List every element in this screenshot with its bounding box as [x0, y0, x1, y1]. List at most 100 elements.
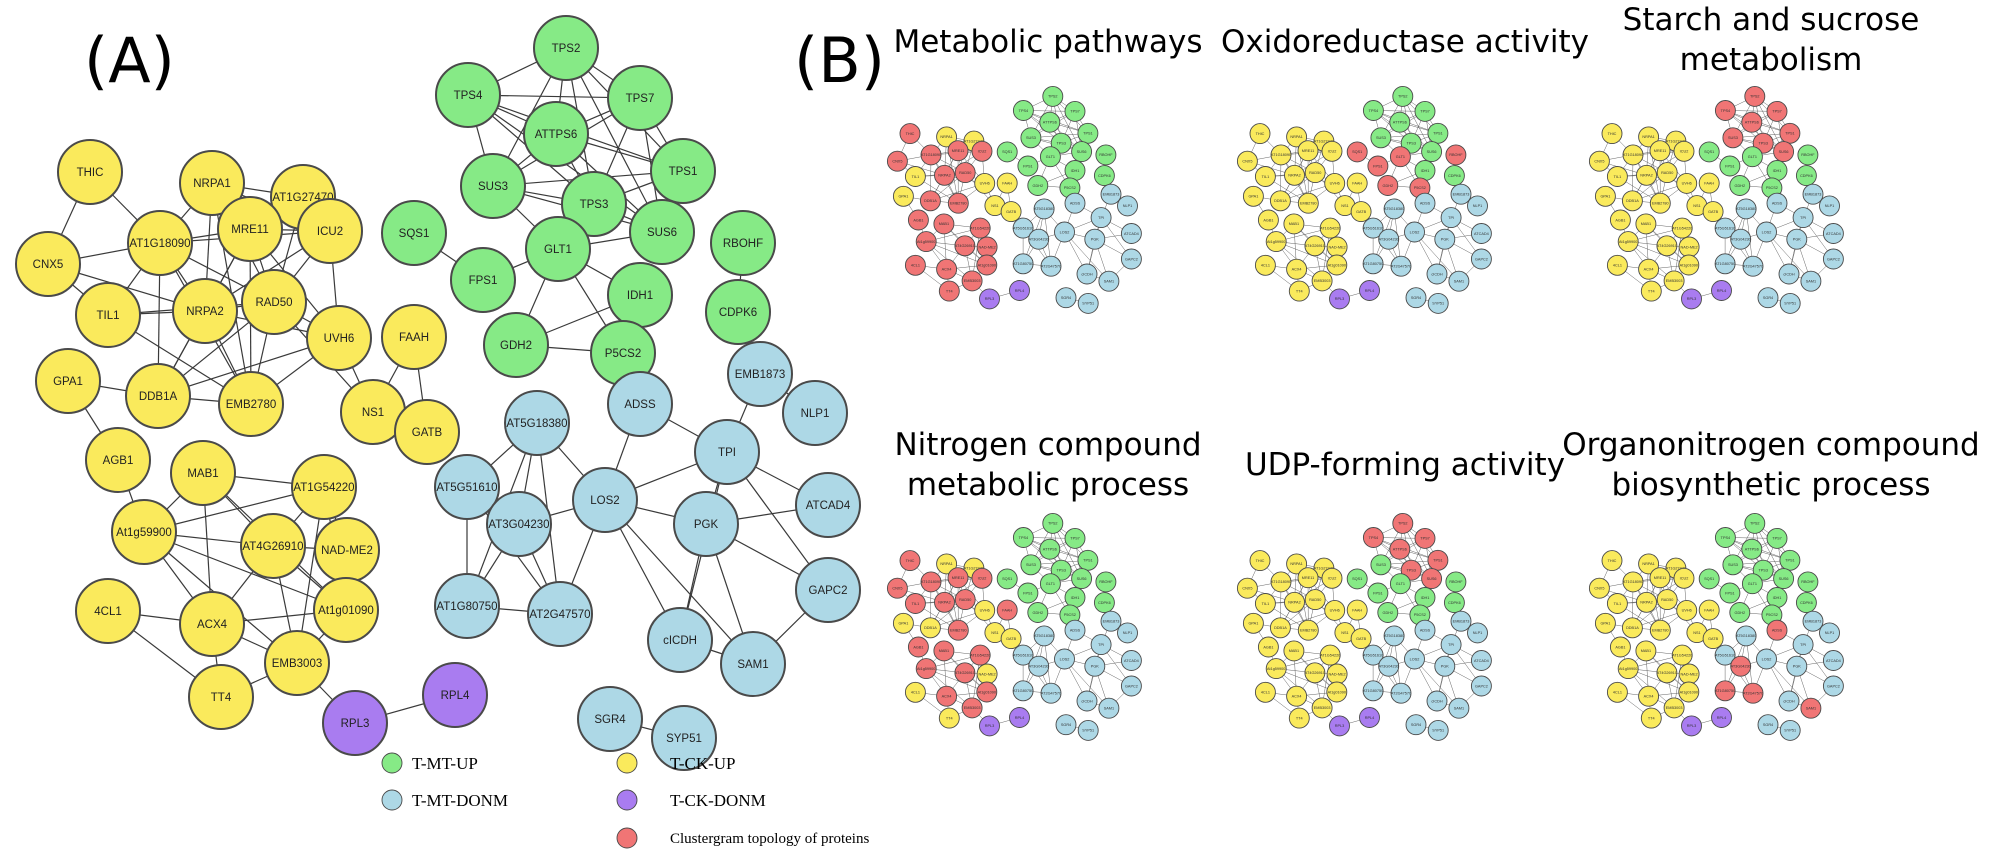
mini-node-label-at3g04230: AT3G04230 [1379, 665, 1399, 669]
node-label-mab1: MAB1 [187, 468, 218, 480]
mini-node-adss [1414, 192, 1436, 214]
mini-node-label-uvh6: UVH6 [1330, 609, 1340, 613]
mini-node-label-sam1: SAM1 [1806, 280, 1816, 284]
mini-node-attps6 [1389, 538, 1411, 560]
mini-node-label-sus6: SUS6 [1427, 577, 1437, 581]
mini-node-rad50 [954, 162, 976, 184]
node-circle-at3g04230 [486, 491, 552, 557]
mini-node-sus6 [1773, 568, 1795, 590]
mini-node-uvh6 [974, 172, 996, 194]
mini-node-label-rpl3: RPL3 [1687, 297, 1697, 301]
mini-node-emb1873 [1802, 610, 1824, 632]
node-circle-gatb [394, 399, 460, 465]
mini-node-rpl3 [1329, 288, 1350, 310]
mini-node-label-rbohf: RBOHF [1801, 153, 1815, 157]
mini-node-label-glt1: GLT1 [1396, 155, 1405, 159]
legend-swatch-t-mt-up [381, 752, 403, 774]
mini-node-label-emb2780: EMB2780 [1300, 202, 1317, 206]
mini-node-at2g47570 [1040, 255, 1062, 277]
node-label-emb3003: EMB3003 [272, 658, 323, 670]
mini-node-mab1 [933, 213, 955, 235]
node-label-acx4: ACX4 [197, 619, 228, 631]
mini-node-rad50 [1656, 589, 1678, 611]
node-circle-sus3 [460, 153, 526, 219]
mini-node-label-tt4: TT4 [1648, 716, 1655, 720]
mini-node-label-at3g04230: AT3G04230 [1379, 238, 1399, 242]
node-label-icu2: ICU2 [317, 226, 343, 238]
mini-node-label-tt4: TT4 [946, 716, 953, 720]
node-label-thic: THIC [77, 167, 104, 179]
mini-node-label-gdh2: GDH2 [1033, 611, 1044, 615]
mini-node-label-gpa1: GPA1 [1600, 622, 1610, 626]
legend-label-t-mt-up: T-MT-UP [412, 754, 478, 773]
mini-node-label-ns1: NS1 [991, 204, 998, 208]
node-label-at2g47570: AT2G47570 [529, 609, 590, 621]
mini-node-label-nrpa1: NRPA1 [1290, 562, 1302, 566]
mini-node-label-fps1: FPS1 [1725, 591, 1735, 595]
mini-node-syp51 [1427, 719, 1449, 741]
mini-node-gapc2 [1470, 675, 1492, 697]
node-label-nrpa2: NRPA2 [186, 306, 224, 318]
mini-node-rbohf [1797, 571, 1819, 593]
mini-node-label-agb1: AGB1 [913, 645, 923, 649]
mini-node-cicdh [1778, 690, 1800, 712]
mini-node-label-syp51: SYP51 [1432, 302, 1444, 306]
mini-node-sgr4 [1405, 287, 1427, 309]
node-circle-emb2780 [218, 371, 284, 437]
mini-edge [1276, 241, 1337, 266]
mini-node-emb1873 [1802, 183, 1824, 205]
mini-node-label-ddb1a: DDB1A [1274, 626, 1287, 630]
mini-node-label-at1g59900: At1g59900 [1267, 240, 1285, 244]
mini-node-at1g80750 [1012, 253, 1034, 275]
mini-node-tt4 [938, 280, 960, 302]
mini-node-at3g04230 [1730, 655, 1752, 677]
mini-node-los2 [1404, 221, 1425, 243]
mini-node-nrpa2 [934, 591, 955, 613]
node-circle-acx4 [179, 591, 245, 657]
node-circle-agb1 [85, 427, 151, 493]
mini-node-acx4 [936, 258, 958, 280]
node-at2g47570: AT2G47570 [527, 581, 593, 647]
mini-node-label-tpi: TPI [1098, 216, 1104, 220]
mini-node-emb2780 [1297, 192, 1319, 214]
mini-node-at1g80750 [1714, 680, 1736, 702]
mini-node-label-fps1: FPS1 [1023, 164, 1033, 168]
node-label-tps4: TPS4 [454, 90, 483, 102]
node-tps4: TPS4 [435, 62, 501, 128]
mini-node-sgr4 [1055, 714, 1077, 736]
node-circle-at5g51610 [434, 454, 500, 520]
mini-node-label-nad-me2: NAD-ME2 [979, 245, 996, 249]
node-label-gpa1: GPA1 [53, 376, 83, 388]
mini-node-at1g18090 [1622, 571, 1644, 593]
mini-node-label-tpi: TPI [1800, 216, 1806, 220]
mini-node-nlp1 [1819, 622, 1840, 644]
node-syp51: SYP51 [651, 705, 717, 771]
mini-node-label-tps3: TPS3 [1406, 569, 1416, 573]
node-circle-at1g59900 [111, 499, 177, 565]
mini-node-label-at5g18380: AT5G18380 [1384, 207, 1404, 211]
mini-node-label-acx4: ACX4 [1292, 268, 1302, 272]
mini-node-label-los2: LOS2 [1410, 657, 1420, 661]
mini-node-label-gdh2: GDH2 [1033, 184, 1044, 188]
node-label-mre11: MRE11 [231, 224, 269, 236]
node-fps1: FPS1 [450, 247, 516, 313]
mini-node-rpl3 [1681, 288, 1702, 310]
mini-node-label-sus6: SUS6 [1779, 150, 1789, 154]
mini-node-label-nrpa2: NRPA2 [1288, 174, 1300, 178]
mini-node-label-fps1: FPS1 [1023, 591, 1033, 595]
mini-node-label-sus3: SUS3 [1728, 136, 1738, 140]
mini-node-label-ddb1a: DDB1A [1626, 199, 1639, 203]
mini-node-pgk [1434, 228, 1456, 250]
mini-node-label-sqs1: SQS1 [1704, 150, 1714, 154]
mini-node-label-4cl1: 4CL1 [1261, 691, 1270, 695]
mini-node-label-thic: THIC [1256, 132, 1265, 136]
mini-node-label-at2g47570: AT2G47570 [1743, 265, 1763, 269]
mini-node-nlp1 [1467, 622, 1488, 644]
mini-node-label-faah: FAAH [1704, 608, 1714, 612]
mini-node-nrpa1 [936, 553, 958, 575]
mini-node-label-tpi: TPI [1448, 216, 1454, 220]
mini-node-rbohf [1445, 571, 1467, 593]
mini-node-at3g04230 [1028, 655, 1050, 677]
mini-node-attps6 [1741, 111, 1763, 133]
node-label-fps1: FPS1 [469, 275, 498, 287]
